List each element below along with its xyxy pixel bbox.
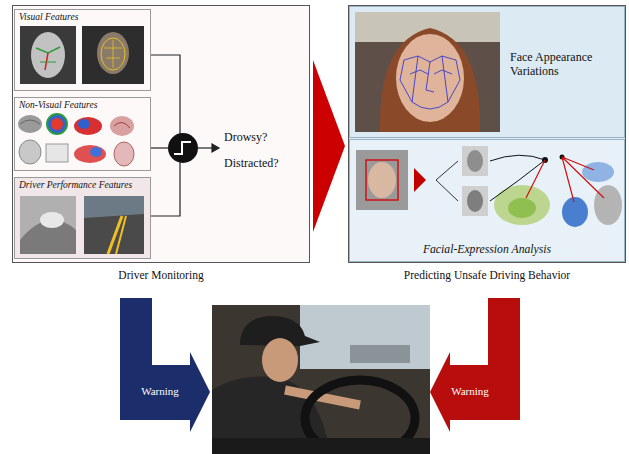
flow-arrow-shape: [313, 60, 345, 232]
face-photo: [355, 12, 500, 132]
flow-arrow: [313, 60, 345, 232]
step-classifier-symbol: [168, 133, 198, 163]
visual-feature-photos: [20, 26, 144, 84]
warning-arrows: [120, 298, 520, 432]
panel-grounds: [12, 5, 626, 263]
node-text: Driver Monitoring: [13, 269, 309, 282]
expression-analysis-figure: [356, 146, 622, 227]
node-text: Facial-Expression Analysis: [350, 243, 624, 256]
classifier-wires: [151, 55, 219, 216]
warning-label: Warning: [440, 385, 500, 398]
node-text: Driver Performance Features: [19, 180, 146, 191]
warning-label: Warning: [130, 385, 190, 398]
node-text: Face Appearance Variations: [510, 51, 620, 79]
class-label: Distracted?: [224, 157, 279, 171]
feature-box: Visual Features: [14, 9, 151, 91]
class-label: Drowsy?: [224, 131, 267, 145]
non-visual-feature-pictures: [18, 114, 134, 166]
driver-performance-photos: [20, 196, 144, 254]
appearance-region: Face Appearance Variations: [349, 6, 625, 138]
node-text: Non-Visual Features: [19, 100, 146, 111]
feature-box: Driver Performance Features: [14, 177, 151, 259]
prediction-panel: Predicting Unsafe Driving BehaviorFace A…: [348, 5, 626, 263]
node-text: Visual Features: [19, 12, 146, 23]
feature-box: Non-Visual Features: [14, 97, 151, 171]
node-text: Predicting Unsafe Driving Behavior: [349, 269, 625, 282]
driver-photo: [212, 305, 430, 454]
expression-region: Facial-Expression Analysis: [349, 139, 625, 262]
